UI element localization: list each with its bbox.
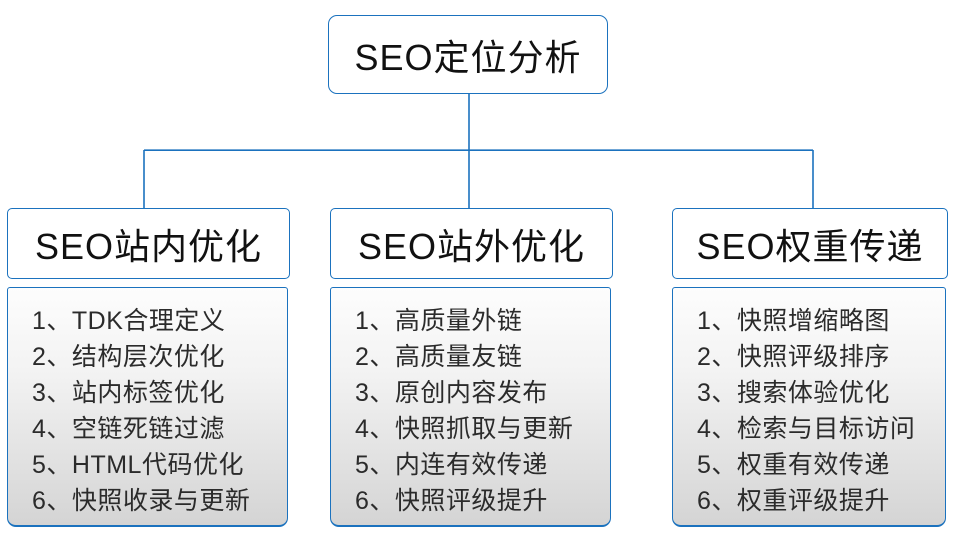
list-item: 2、结构层次优化	[32, 343, 225, 371]
branch-onsite-title: SEO站内优化	[34, 225, 263, 267]
list-item: 1、快照增缩略图	[697, 307, 890, 335]
list-item: 2、快照评级排序	[697, 343, 890, 371]
list-item: 5、HTML代码优化	[32, 451, 244, 479]
branch-onsite-panel: 1、TDK合理定义 2、结构层次优化 3、站内标签优化 4、空链死链过滤 5、H…	[7, 287, 288, 527]
list-item: 2、高质量友链	[355, 343, 523, 371]
branch-weight-title: SEO权重传递	[696, 225, 924, 267]
list-item: 3、搜索体验优化	[697, 379, 890, 407]
list-item: 5、内连有效传递	[355, 451, 548, 479]
list-item: 3、站内标签优化	[32, 379, 225, 407]
list-item: 5、权重有效传递	[697, 451, 890, 479]
branch-offsite-title: SEO站外优化	[357, 225, 586, 267]
list-item: 4、快照抓取与更新	[355, 415, 574, 443]
branch-weight-panel: 1、快照增缩略图 2、快照评级排序 3、搜索体验优化 4、检索与目标访问 5、权…	[672, 287, 946, 527]
list-item: 3、原创内容发布	[355, 379, 548, 407]
branch-onsite-header: SEO站内优化	[7, 208, 290, 279]
list-item: 4、空链死链过滤	[32, 415, 225, 443]
root-node-label: SEO定位分析	[354, 36, 582, 78]
list-item: 6、快照收录与更新	[32, 487, 251, 515]
branch-offsite-header: SEO站外优化	[330, 208, 613, 279]
list-item: 1、TDK合理定义	[32, 307, 226, 335]
root-node: SEO定位分析	[328, 15, 608, 94]
list-item: 1、高质量外链	[355, 307, 523, 335]
list-item: 6、快照评级提升	[355, 487, 548, 515]
branch-offsite-panel: 1、高质量外链 2、高质量友链 3、原创内容发布 4、快照抓取与更新 5、内连有…	[330, 287, 611, 527]
list-item: 6、权重评级提升	[697, 487, 890, 515]
list-item: 4、检索与目标访问	[697, 415, 916, 443]
branch-weight-header: SEO权重传递	[672, 208, 948, 279]
